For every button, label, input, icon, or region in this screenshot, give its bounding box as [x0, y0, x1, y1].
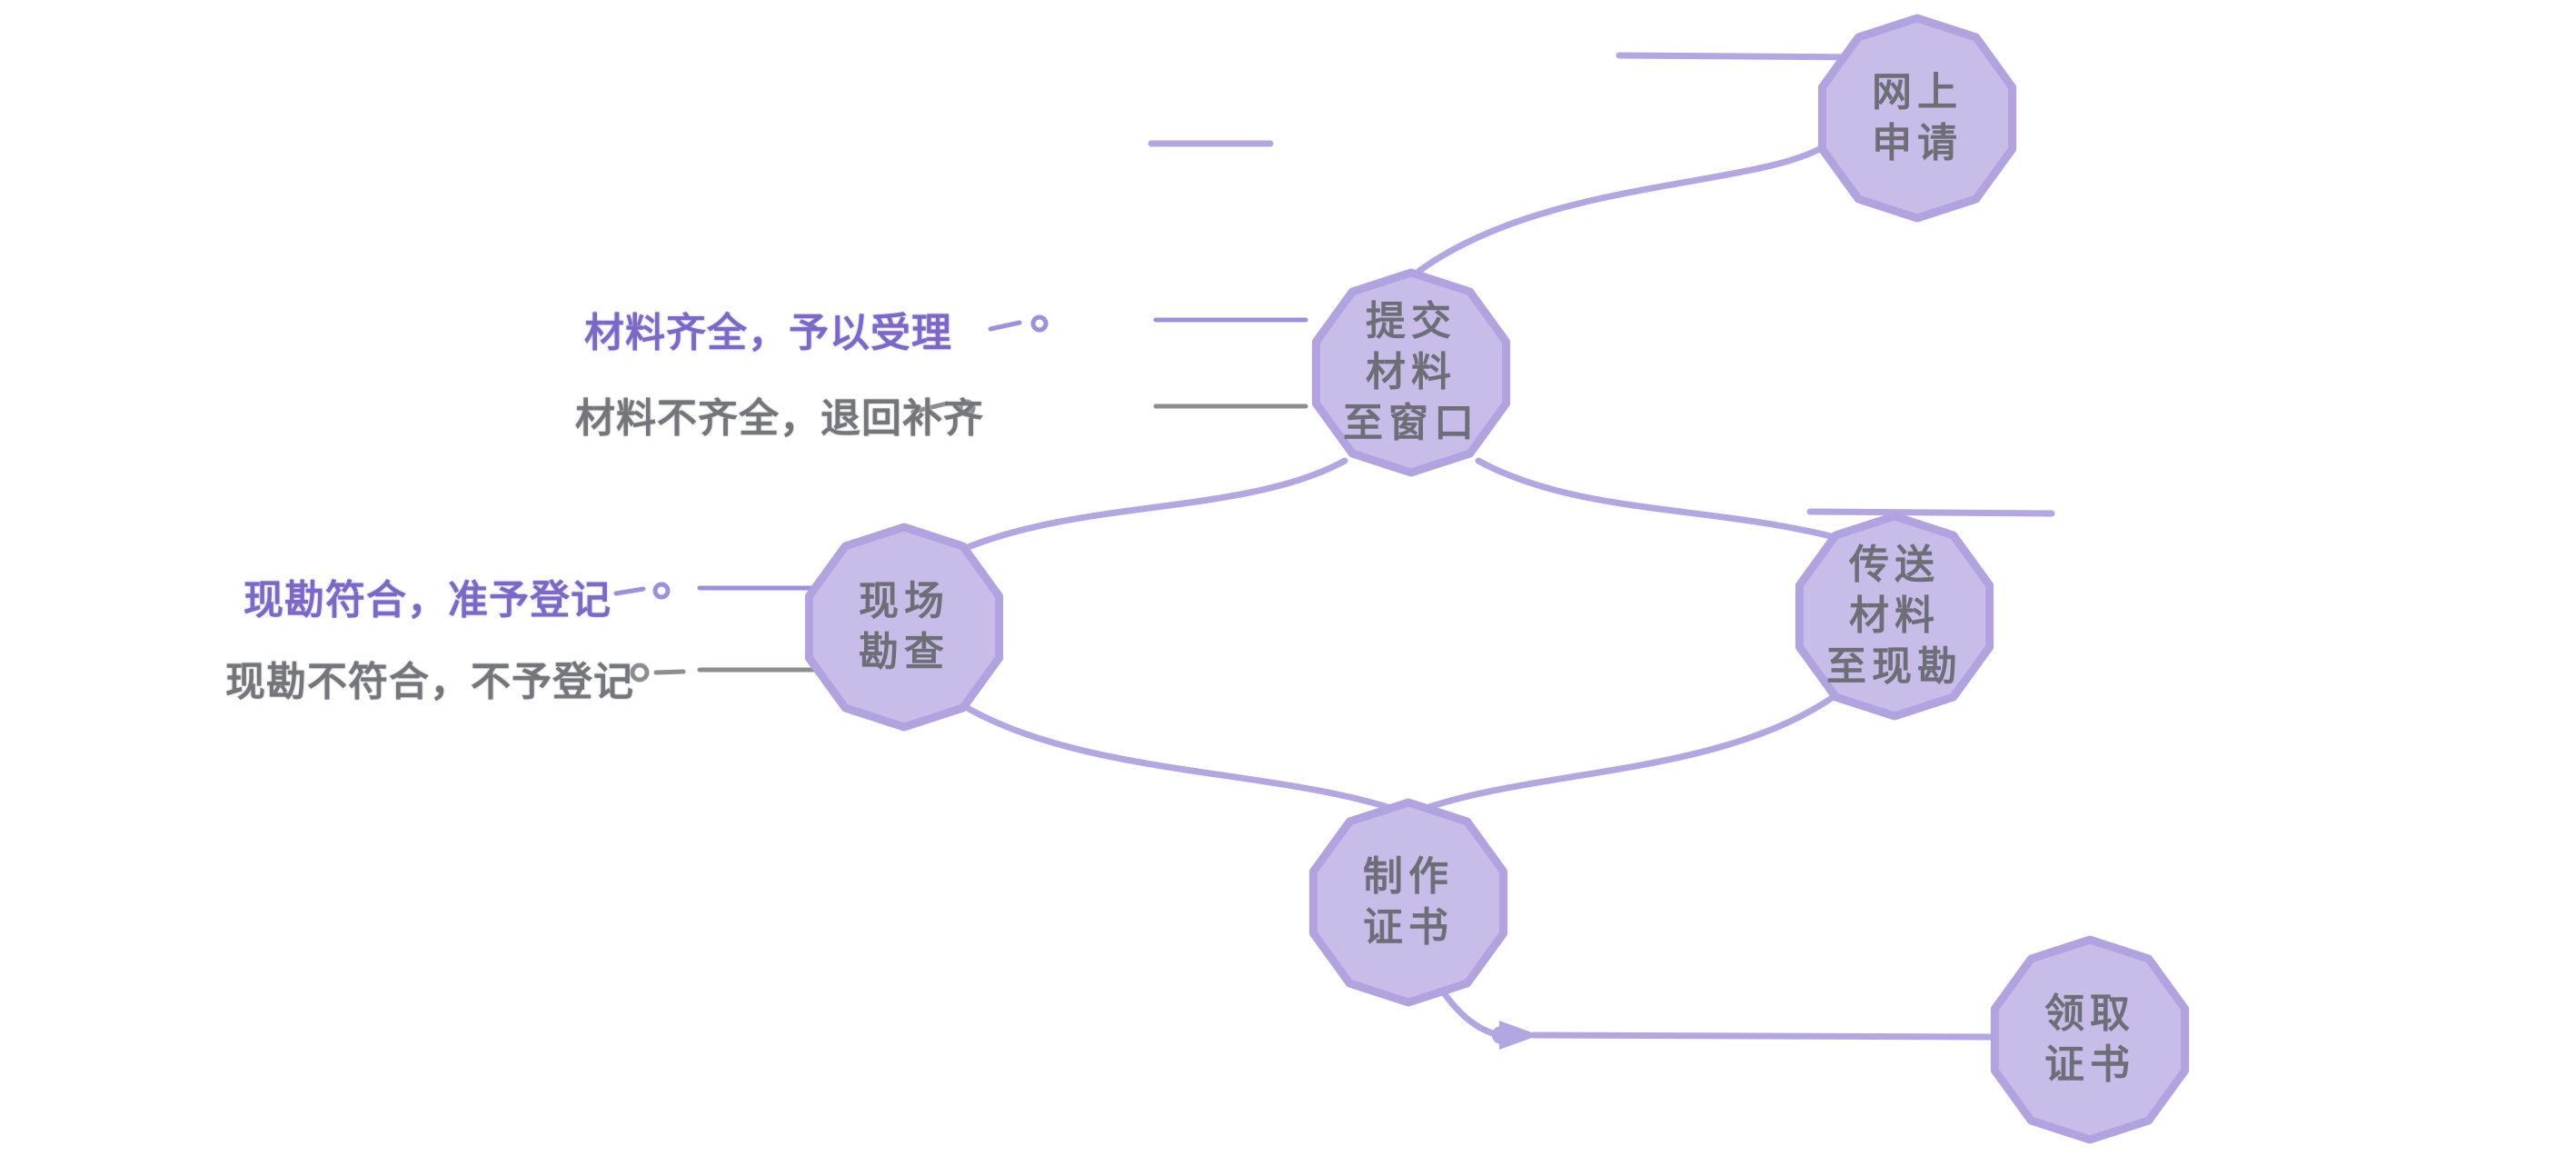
doodle-circle-survey-fail: [630, 663, 650, 683]
node-site-survey: 现场 勘查: [795, 518, 1013, 736]
decagon-shape: [804, 523, 1004, 732]
doodle-circle-materials-complete: [1030, 314, 1049, 333]
connector-online-to-submit: [1416, 144, 1826, 274]
node-online-apply: 网上 申请: [1808, 9, 2026, 227]
connector-stub-top: [1616, 52, 1866, 61]
connector-submit-to-survey: [962, 457, 1348, 552]
edge-label-survey-fail: 现勘不符合，不予登记: [225, 660, 634, 704]
arrowhead-icon: [1499, 1021, 1539, 1050]
edge-label-survey-pass: 现勘符合，准予登记: [244, 578, 612, 623]
doodle-circle-materials-incomplete: [958, 399, 976, 417]
connector-survey-to-make: [960, 703, 1391, 811]
node-send-to-survey: 传送 材料 至现勘: [1785, 507, 2004, 725]
decagon-shape: [1817, 14, 2017, 223]
node-label-submit-to-window: 提交 材料 至窗口: [1343, 298, 1479, 446]
connector-make-to-collect-line: [1530, 1031, 1997, 1041]
decagon-shape: [1308, 798, 1508, 1007]
node-collect-certificate: 领取 证书: [1981, 931, 2199, 1149]
edge-label-materials-complete: 材料齐全，予以受理: [584, 311, 952, 355]
doodle-tick-materials-complete: [988, 320, 1022, 332]
node-label-site-survey: 现场 勘查: [859, 578, 950, 674]
connector-send-to-make: [1426, 693, 1838, 811]
doodle-tick-survey-fail: [653, 669, 686, 675]
node-label-send-to-survey: 传送 材料 至现勘: [1826, 542, 1963, 690]
doodle-tick-survey-pass: [613, 586, 646, 596]
decagon-shape: [1311, 268, 1511, 477]
node-make-certificate: 制作 证书: [1299, 793, 1517, 1012]
connector-stub-send-top: [1806, 508, 2055, 517]
node-label-online-apply: 网上 申请: [1872, 69, 1963, 165]
edge-label-materials-incomplete: 材料不齐全，退回补齐: [575, 396, 984, 441]
node-label-make-certificate: 制作 证书: [1363, 853, 1454, 950]
doodle-circle-survey-pass: [652, 582, 671, 600]
connector-submit-to-send: [1475, 457, 1838, 541]
decagon-shape: [1990, 935, 2190, 1144]
node-label-collect-certificate: 领取 证书: [2044, 991, 2135, 1087]
decagon-shape: [1795, 512, 1994, 721]
node-submit-to-window: 提交 材料 至窗口: [1302, 264, 1520, 482]
doodle-tick-materials-incomplete: [910, 401, 950, 414]
